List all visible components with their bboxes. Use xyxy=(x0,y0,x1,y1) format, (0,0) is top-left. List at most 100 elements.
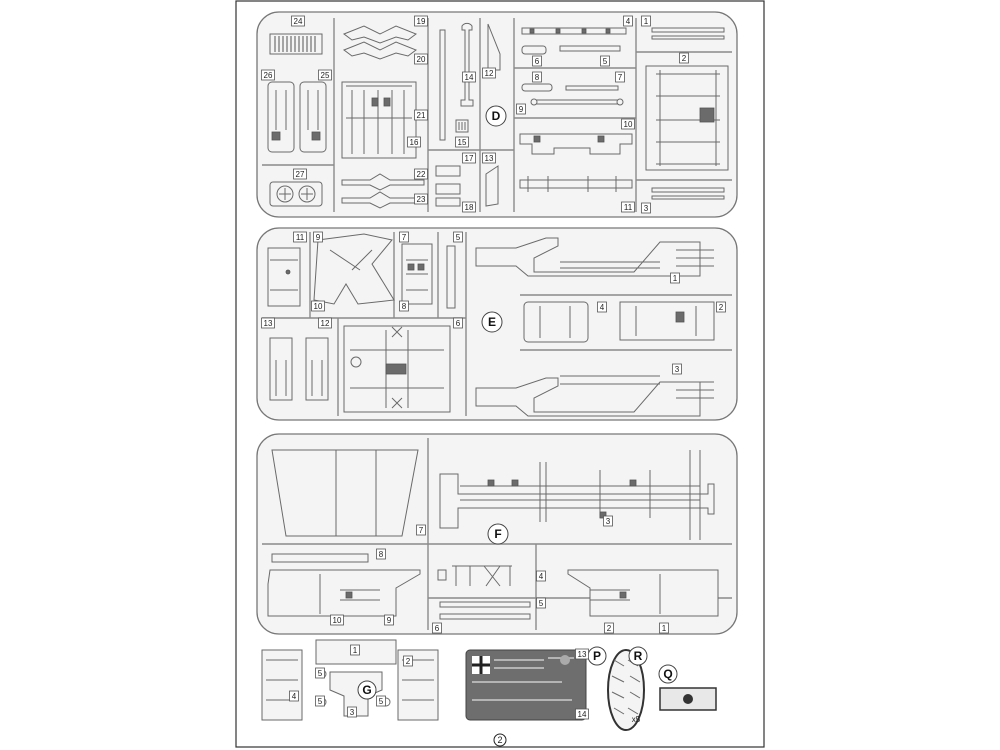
svg-text:4: 4 xyxy=(539,572,544,581)
part-number-d-2: 2 xyxy=(679,52,689,64)
part-number-f-8: 8 xyxy=(376,548,386,560)
part-number-e-8: 8 xyxy=(399,300,409,312)
svg-text:5: 5 xyxy=(318,697,323,706)
svg-text:24: 24 xyxy=(294,17,303,26)
svg-text:12: 12 xyxy=(485,69,494,78)
tire-quantity: x5 xyxy=(632,715,641,724)
part-number-d-20: 20 xyxy=(414,53,428,65)
sprue-letter-g: G xyxy=(362,683,371,697)
part-d-12 xyxy=(487,23,501,71)
part-f-4 xyxy=(437,569,447,581)
part-f-8 xyxy=(271,553,369,563)
svg-text:3: 3 xyxy=(644,204,649,213)
part-number-f-10: 10 xyxy=(330,614,344,626)
sprue-d: D xyxy=(256,11,738,218)
svg-text:2: 2 xyxy=(607,624,612,633)
sprue-f: F xyxy=(256,433,738,635)
svg-text:20: 20 xyxy=(417,55,426,64)
part-f-2 xyxy=(567,569,719,617)
part-number-d-3: 3 xyxy=(641,202,651,214)
svg-text:21: 21 xyxy=(417,111,426,120)
part-number-e-2: 2 xyxy=(716,301,726,313)
part-number-d-25: 25 xyxy=(318,69,332,81)
part-number-f-4: 4 xyxy=(536,570,546,582)
part-g-2 xyxy=(397,649,439,721)
svg-text:26: 26 xyxy=(264,71,273,80)
part-d-25 xyxy=(299,81,327,153)
svg-text:7: 7 xyxy=(419,526,424,535)
svg-text:15: 15 xyxy=(458,138,467,147)
svg-text:12: 12 xyxy=(321,319,330,328)
part-d-7 xyxy=(565,85,619,91)
svg-text:11: 11 xyxy=(624,203,633,212)
part-number-d-22: 22 xyxy=(414,168,428,180)
svg-text:13: 13 xyxy=(578,650,587,659)
part-d-22 xyxy=(341,173,425,191)
part-number-e-9: 9 xyxy=(313,231,323,243)
part-number-e-1: 1 xyxy=(670,272,680,284)
part-number-g-5: 5 xyxy=(315,667,325,679)
part-number-d-5: 5 xyxy=(600,55,610,67)
svg-text:10: 10 xyxy=(624,120,633,129)
part-d-3 xyxy=(651,187,725,200)
svg-text:1: 1 xyxy=(662,624,667,633)
part-f-5 xyxy=(439,601,531,608)
part-d-16 xyxy=(439,29,446,141)
sprue-g: G xyxy=(261,639,439,721)
part-number-f-7: 7 xyxy=(416,524,426,536)
part-number-e-3: 3 xyxy=(672,363,682,375)
part-number-d-7: 7 xyxy=(615,71,625,83)
part-number-d-10: 10 xyxy=(621,118,635,130)
part-number-d-27: 27 xyxy=(293,168,307,180)
svg-text:2: 2 xyxy=(406,657,411,666)
svg-text:25: 25 xyxy=(321,71,330,80)
part-number-d-4: 4 xyxy=(623,15,633,27)
svg-text:5: 5 xyxy=(539,599,544,608)
part-number-d-16: 16 xyxy=(407,136,421,148)
part-number-f-6: 6 xyxy=(432,622,442,634)
part-d-21 xyxy=(341,81,417,159)
svg-text:5: 5 xyxy=(603,57,608,66)
svg-text:27: 27 xyxy=(296,170,305,179)
part-number-d-9: 9 xyxy=(516,103,526,115)
part-number-f-3: 3 xyxy=(603,515,613,527)
svg-text:7: 7 xyxy=(402,233,407,242)
part-number-e-11: 11 xyxy=(293,231,307,243)
part-number-g-5: 5 xyxy=(315,695,325,707)
part-d-13 xyxy=(485,165,499,207)
svg-text:9: 9 xyxy=(316,233,321,242)
svg-text:2: 2 xyxy=(682,54,687,63)
part-number-d-11: 11 xyxy=(621,201,635,213)
svg-text:6: 6 xyxy=(535,57,540,66)
part-number-d-1: 1 xyxy=(641,15,651,27)
part-d-14 xyxy=(460,22,474,107)
tire-r: R x5 xyxy=(607,646,648,731)
part-number-e-6: 6 xyxy=(453,317,463,329)
svg-text:10: 10 xyxy=(333,616,342,625)
svg-text:17: 17 xyxy=(465,154,474,163)
svg-text:5: 5 xyxy=(379,697,384,706)
svg-text:4: 4 xyxy=(626,17,631,26)
svg-text:6: 6 xyxy=(435,624,440,633)
part-e-2 xyxy=(619,301,715,341)
part-f-6 xyxy=(439,613,531,620)
part-f-10 xyxy=(267,569,421,617)
svg-text:23: 23 xyxy=(417,195,426,204)
part-e-12 xyxy=(305,337,329,401)
part-number-f-5: 5 xyxy=(536,597,546,609)
part-d-11 xyxy=(519,179,633,189)
part-d-27 xyxy=(269,181,323,207)
part-e-1 xyxy=(475,237,701,277)
svg-text:16: 16 xyxy=(410,138,419,147)
svg-text:8: 8 xyxy=(535,73,540,82)
svg-text:1: 1 xyxy=(644,17,649,26)
part-q: Q xyxy=(658,664,717,711)
svg-text:18: 18 xyxy=(465,203,474,212)
part-number-g-5: 5 xyxy=(376,695,386,707)
part-number-d-18: 18 xyxy=(462,201,476,213)
part-number-e-10: 10 xyxy=(311,300,325,312)
svg-text:9: 9 xyxy=(519,105,524,114)
part-d-6 xyxy=(521,45,547,55)
part-d-9 xyxy=(531,99,623,105)
